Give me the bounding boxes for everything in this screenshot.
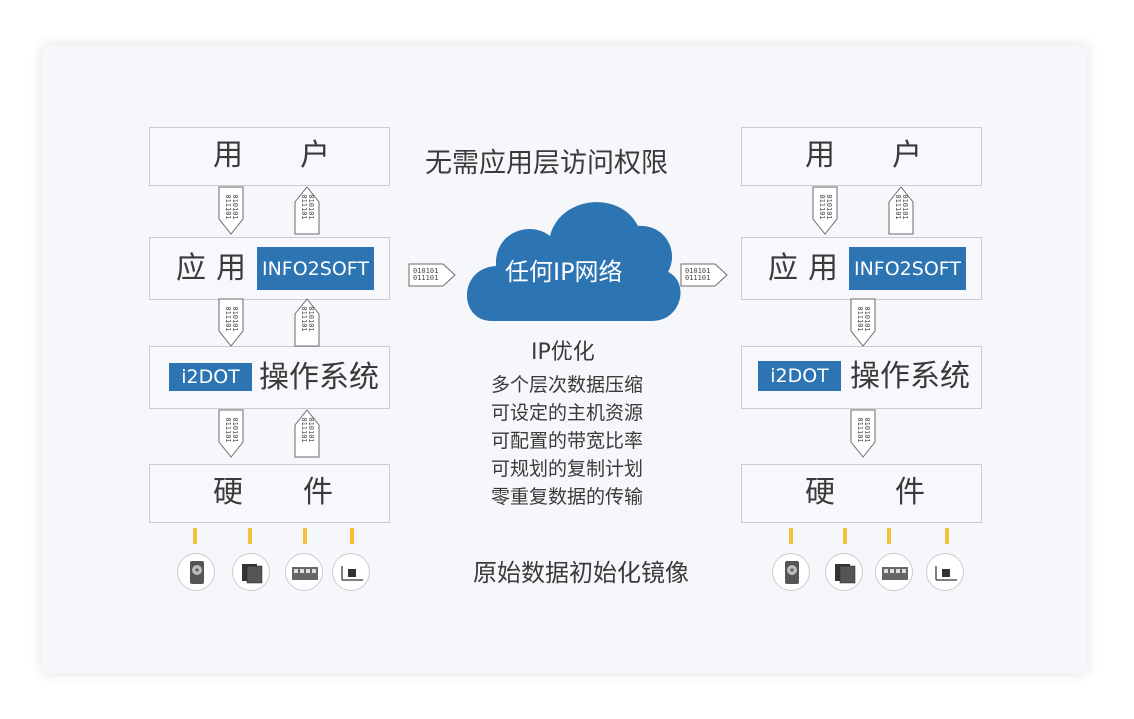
right-hw-label-1: 硬 xyxy=(805,475,835,510)
left-app-box: 应 用 INFO2SOFT xyxy=(149,237,390,300)
left-hw-label-2: 件 xyxy=(303,475,333,510)
left-user-label-2: 户 xyxy=(300,138,330,173)
right-app-label-2: 用 xyxy=(808,251,838,286)
right-os-label: 操作系统 xyxy=(850,359,970,394)
opt-title: IP优化 xyxy=(531,340,595,365)
right-connector-1 xyxy=(789,528,793,544)
left-user-box: 用 户 xyxy=(149,127,390,186)
left-connector-3 xyxy=(303,528,307,544)
left-os-box: i2DOT 操作系统 xyxy=(149,346,390,409)
left-app-label-1: 应 xyxy=(176,251,206,286)
left-connector-4 xyxy=(350,528,354,544)
left-storage-array-icon xyxy=(285,553,323,591)
right-app-box: 应 用 INFO2SOFT xyxy=(741,237,982,300)
feature-item: 可规划的复制计划 xyxy=(491,458,644,480)
feature-item: 零重复数据的传输 xyxy=(491,486,644,508)
right-i2dot-badge: i2DOT xyxy=(758,361,841,391)
feature-item: 可配置的带宽比率 xyxy=(491,430,644,452)
top-caption: 无需应用层访问权限 xyxy=(425,148,668,179)
right-user-label-1: 用 xyxy=(805,138,835,173)
cloud-shape xyxy=(466,202,681,321)
right-user-label-2: 户 xyxy=(892,138,922,173)
left-network-card-icon xyxy=(332,553,370,591)
right-app-label-1: 应 xyxy=(768,251,798,286)
left-i2dot-badge: i2DOT xyxy=(169,363,252,391)
left-user-label-1: 用 xyxy=(213,138,243,173)
cloud-label: 任何IP网络 xyxy=(505,258,623,286)
left-info2soft-badge: INFO2SOFT xyxy=(257,247,374,290)
right-os-box: i2DOT 操作系统 xyxy=(741,346,982,409)
left-connector-1 xyxy=(193,528,197,544)
left-hw-box: 硬 件 xyxy=(149,464,390,523)
right-hw-label-2: 件 xyxy=(895,475,925,510)
right-hard-disk-icon xyxy=(772,553,810,591)
right-connector-2 xyxy=(843,528,847,544)
right-storage-array-icon xyxy=(875,553,913,591)
feature-item: 可设定的主机资源 xyxy=(491,402,644,424)
feature-item: 多个层次数据压缩 xyxy=(491,374,644,396)
right-server-icon xyxy=(825,553,863,591)
feature-list: 多个层次数据压缩 可设定的主机资源 可配置的带宽比率 可规划的复制计划 零重复数… xyxy=(491,376,643,516)
right-connector-4 xyxy=(945,528,949,544)
right-hw-box: 硬 件 xyxy=(741,464,982,523)
right-network-card-icon xyxy=(926,553,964,591)
left-app-label-2: 用 xyxy=(216,251,246,286)
left-hw-label-1: 硬 xyxy=(213,475,243,510)
right-user-box: 用 户 xyxy=(741,127,982,186)
left-server-icon xyxy=(232,553,270,591)
right-connector-3 xyxy=(887,528,891,544)
left-hard-disk-icon xyxy=(177,553,215,591)
left-connector-2 xyxy=(248,528,252,544)
right-info2soft-badge: INFO2SOFT xyxy=(849,247,966,290)
left-os-label: 操作系统 xyxy=(259,360,379,395)
bottom-caption: 原始数据初始化镜像 xyxy=(473,559,689,587)
